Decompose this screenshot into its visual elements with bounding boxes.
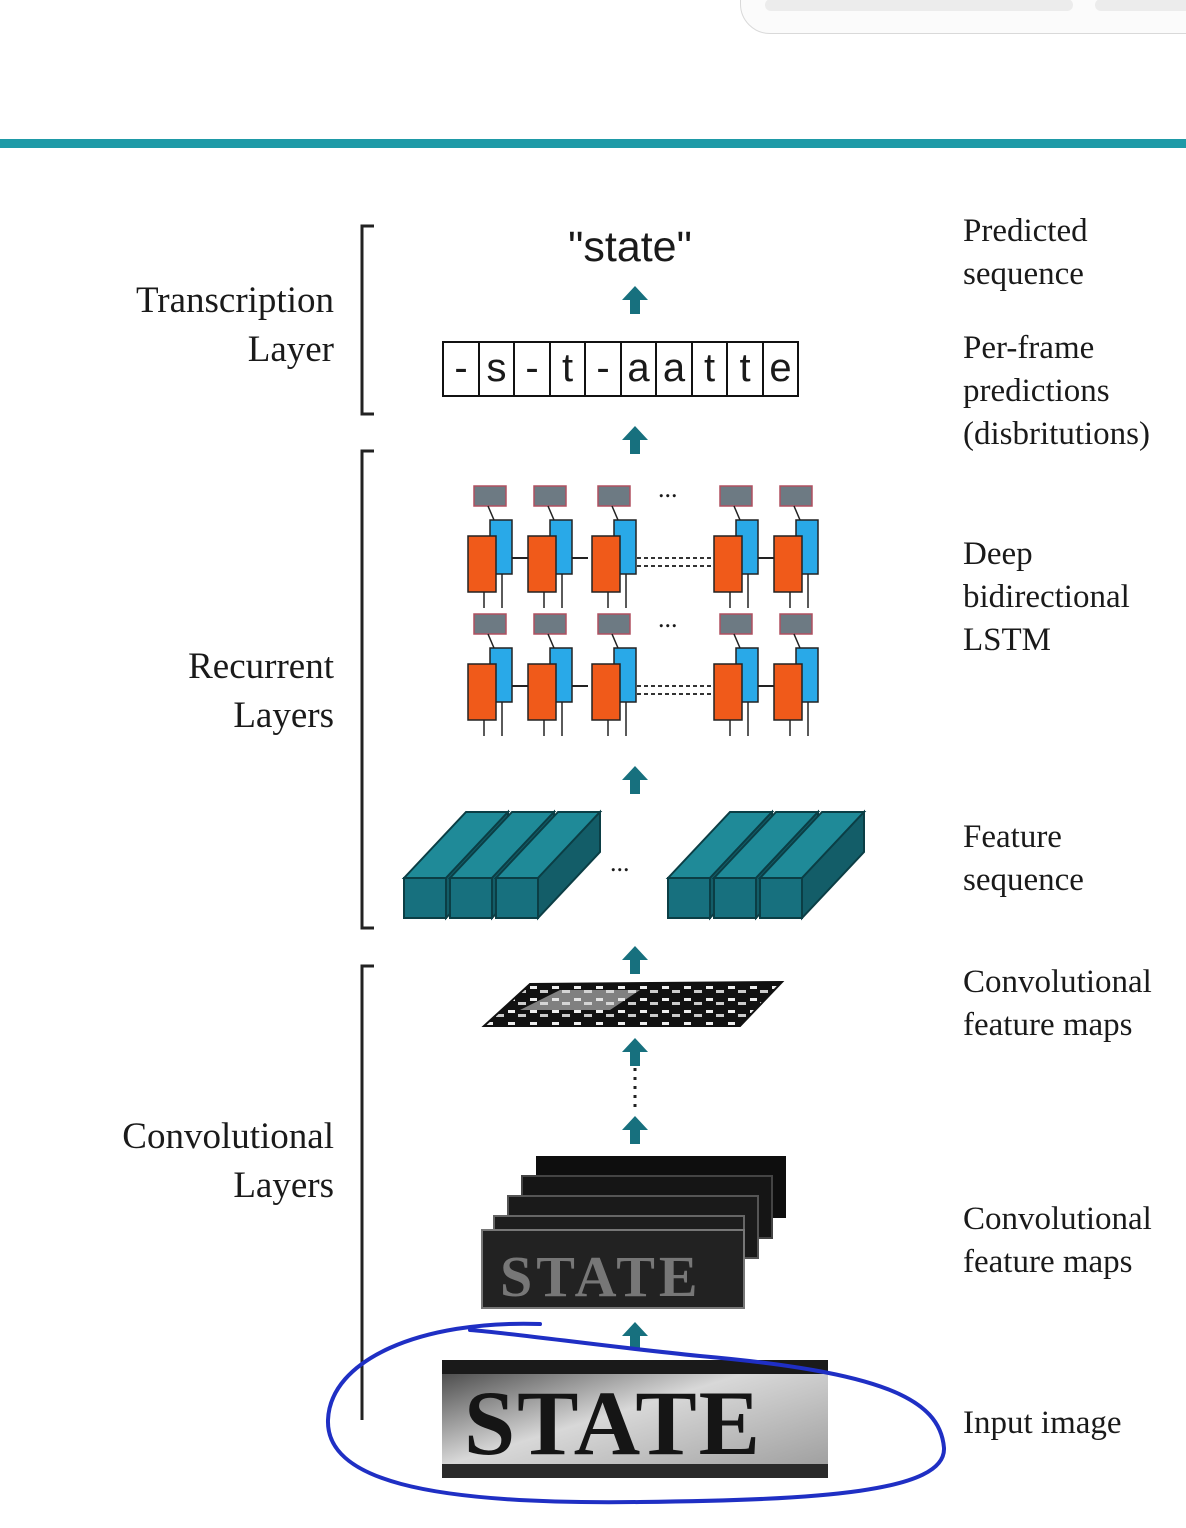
tab-placeholder: [1095, 0, 1186, 11]
lstm-cell: [467, 485, 513, 608]
desc-input-image: Input image: [963, 1405, 1122, 1441]
annotation-ellipse: [325, 1321, 947, 1505]
input-image-text: STATE: [464, 1372, 762, 1474]
lstm-cell: [713, 485, 759, 608]
lstm-cell: [467, 613, 513, 736]
label-transcription-layer: Transcription Layer: [135, 280, 334, 370]
frame-cell: t: [728, 343, 764, 395]
bracket-transcription: [360, 224, 374, 416]
frame-cell: -: [586, 343, 622, 395]
frame-cell: e: [764, 343, 799, 395]
up-arrow-icon: [622, 426, 648, 454]
up-arrow-icon: [622, 1116, 648, 1144]
label-convolutional-layers: Convolutional Layers: [122, 1116, 334, 1206]
conv-feature-map-stack: STATE: [481, 1156, 786, 1309]
header-divider: [0, 139, 1186, 148]
predicted-sequence-text: "state": [568, 223, 692, 271]
feature-column: [757, 809, 867, 921]
frame-cell: a: [622, 343, 657, 395]
bracket-convolutional: [360, 964, 374, 1420]
lstm-ellipsis-mid: ...: [658, 604, 678, 633]
up-arrow-icon: [622, 946, 648, 974]
feature-ellipsis: ...: [610, 848, 630, 877]
lstm-cell: [527, 485, 573, 608]
frame-cell: s: [480, 343, 515, 395]
up-arrow-icon: [622, 1322, 648, 1350]
lstm-ellipsis-top: ...: [658, 474, 678, 503]
label-recurrent-layers: Recurrent Layers: [188, 646, 334, 736]
frame-cell: t: [693, 343, 728, 395]
lstm-cell: [591, 613, 637, 736]
input-image: STATE: [442, 1360, 828, 1478]
frame-cell: t: [551, 343, 586, 395]
conv-feature-map-top: [481, 980, 785, 1027]
lstm-cell: [713, 613, 759, 736]
window-tab-bar: [740, 0, 1186, 34]
lstm-cell: [591, 485, 637, 608]
tab-placeholder: [765, 0, 1073, 11]
lstm-cell: [773, 613, 819, 736]
frame-cell: a: [657, 343, 693, 395]
lstm-cell: [527, 613, 573, 736]
up-arrow-icon: [622, 766, 648, 794]
up-arrow-icon: [622, 286, 648, 314]
frame-cell: -: [515, 343, 551, 395]
feature-column: [493, 809, 603, 921]
conv-map-faint-text: STATE: [500, 1244, 702, 1309]
feature-sequence: [401, 809, 867, 921]
bracket-recurrent: [360, 449, 374, 930]
frame-cell: -: [444, 343, 480, 395]
up-arrow-icon: [622, 1038, 648, 1066]
lstm-cell: [773, 485, 819, 608]
bidirectional-lstm: [467, 485, 819, 736]
